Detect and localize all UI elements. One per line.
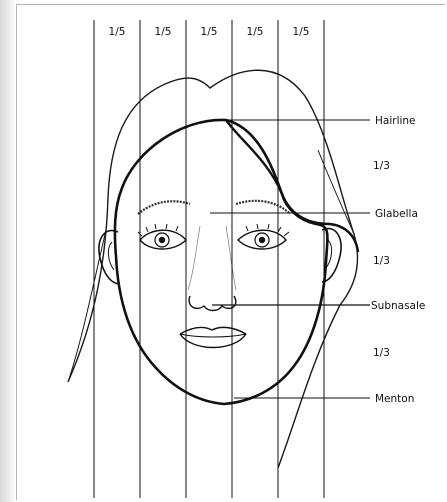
- right-eye: [238, 224, 289, 249]
- subnasale-label: Subnasale: [371, 300, 425, 312]
- nose-bridge-right: [226, 226, 236, 290]
- left-eyebrow: [138, 201, 190, 214]
- third-label: 1/3: [373, 160, 390, 172]
- third-label: 1/3: [373, 255, 390, 267]
- hair-strand: [68, 230, 106, 382]
- glabella-label: Glabella: [375, 208, 418, 220]
- hairline-label: Hairline: [375, 115, 416, 127]
- nose-base: [189, 296, 236, 311]
- vertical-fifths-grid: [94, 20, 324, 498]
- upper-lip: [180, 327, 246, 334]
- hair-bangs: [226, 120, 358, 252]
- left-eye: [138, 224, 186, 249]
- fifth-label: 1/5: [247, 26, 264, 38]
- face-contour: [115, 120, 328, 404]
- lip-line: [180, 334, 246, 337]
- right-eyebrow: [236, 201, 290, 214]
- third-label: 1/3: [373, 347, 390, 359]
- left-ear-inner: [108, 242, 114, 270]
- fifth-label: 1/5: [201, 26, 218, 38]
- fifth-label: 1/5: [109, 26, 126, 38]
- nose-bridge-left: [188, 226, 200, 290]
- menton-label: Menton: [375, 393, 414, 405]
- fifth-label: 1/5: [155, 26, 172, 38]
- hair-outline: [68, 70, 357, 468]
- fifth-label: 1/5: [293, 26, 310, 38]
- hair-strand: [318, 150, 354, 234]
